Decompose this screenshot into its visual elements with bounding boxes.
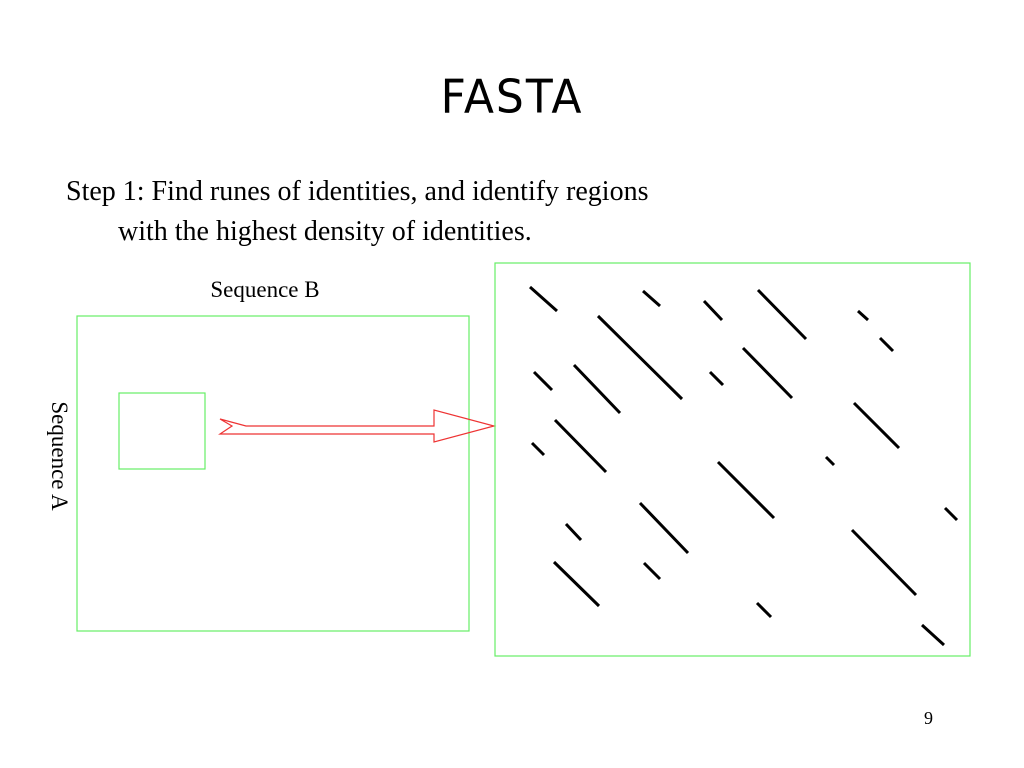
step-line-2: with the highest density of identities. bbox=[118, 216, 532, 247]
identity-run bbox=[856, 309, 870, 322]
identity-run bbox=[943, 506, 959, 522]
identity-run bbox=[532, 370, 554, 392]
identity-run bbox=[530, 441, 546, 457]
identity-run bbox=[741, 346, 794, 400]
identity-run bbox=[572, 363, 622, 415]
identity-run bbox=[716, 460, 776, 520]
identity-run bbox=[642, 289, 661, 308]
slide-title: FASTA bbox=[440, 70, 584, 125]
identity-run bbox=[596, 314, 684, 401]
zoom-arrow bbox=[218, 409, 497, 443]
identity-run bbox=[702, 299, 724, 322]
identity-run bbox=[878, 336, 895, 353]
zoom-region-box bbox=[118, 392, 206, 470]
sequence-matrix-box bbox=[76, 315, 470, 632]
step-description: Step 1: Find runes of identities, and id… bbox=[66, 172, 826, 252]
identity-run bbox=[850, 528, 918, 597]
identity-run bbox=[552, 560, 601, 608]
identity-run bbox=[529, 285, 558, 313]
identity-run bbox=[553, 418, 608, 474]
identity-run bbox=[756, 288, 808, 341]
identity-runs bbox=[529, 285, 959, 647]
step-line-1: Step 1: Find runes of identities, and id… bbox=[66, 176, 649, 207]
identity-run bbox=[824, 455, 836, 467]
identity-run bbox=[852, 401, 901, 450]
identity-run bbox=[638, 501, 690, 555]
sequence-b-label: Sequence B bbox=[210, 277, 319, 302]
zoomed-region-box bbox=[494, 262, 971, 657]
identity-run bbox=[642, 561, 662, 581]
identity-run bbox=[755, 601, 773, 619]
sequence-a-label: Sequence A bbox=[47, 401, 72, 511]
identity-run bbox=[920, 623, 946, 647]
identity-run bbox=[708, 370, 725, 387]
identity-run bbox=[564, 522, 583, 542]
page-number: 9 bbox=[924, 708, 933, 728]
